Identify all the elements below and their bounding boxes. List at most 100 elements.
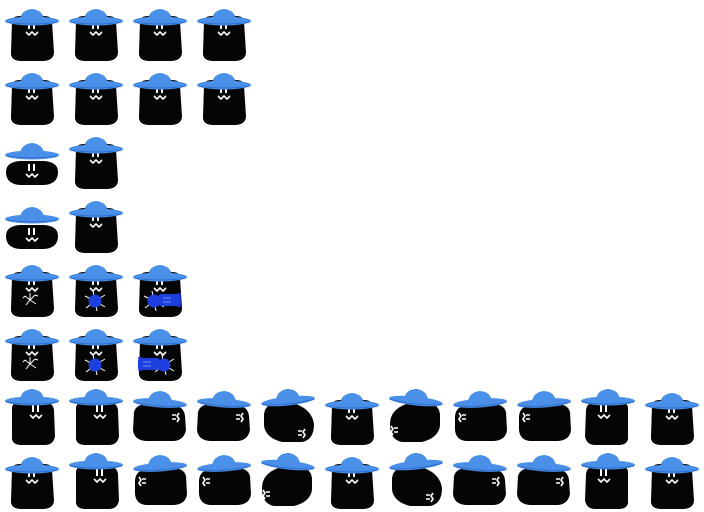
blob-body [585,402,629,445]
punch-fist-icon [158,293,181,307]
sombrero-hat [5,9,59,26]
sombrero-hat [69,73,123,90]
sprite-stand-front [192,0,256,64]
eyes [92,342,99,349]
sombrero-hat [5,207,59,224]
sombrero-hat [325,393,379,410]
sombrero-hat [197,73,251,90]
eyes [28,22,35,29]
side-face [426,492,434,503]
sombrero-hat [69,9,123,26]
mouth [25,236,39,243]
mouth [345,414,359,421]
sombrero-hat [453,391,508,408]
sprite-stand-front [192,64,256,128]
sombrero-hat [452,455,507,472]
mouth [345,478,359,485]
mouth [217,94,231,101]
mouth [25,478,39,485]
blob-body [74,144,118,189]
sprite-squash [0,192,64,256]
blob-body [650,400,694,445]
sombrero-hat [517,391,572,408]
eyes [28,86,35,93]
sprite-stand-front [0,0,64,64]
blob-body [74,272,118,317]
blob-body [585,466,629,509]
sprite-stand-front [640,384,704,448]
mouth [89,286,103,293]
sombrero-hat [69,201,123,218]
sombrero-hat [645,457,699,474]
impact-burst [84,354,106,376]
blob-body [74,16,118,61]
sombrero-hat [5,329,59,346]
crack-marks [22,293,39,306]
sprite-hit-impact [64,256,128,320]
sprite-stand-front [320,384,384,448]
blob-body [330,464,374,509]
blob-body [74,80,118,125]
blob-body [74,208,118,253]
eyes [28,228,35,235]
sombrero-hat [261,453,315,471]
mouth [89,350,103,357]
mouth [665,478,679,485]
sombrero-hat [5,389,59,406]
blob-body [11,402,55,445]
sombrero-hat [5,457,59,474]
eyes [92,278,99,285]
sprite-stand-front [320,448,384,512]
sprite-lean-left [192,448,256,512]
mouth [93,477,107,484]
blob-body [138,16,182,61]
eyes [348,470,355,477]
mouth [153,30,167,37]
mouth [597,477,611,484]
blob-body [197,404,250,441]
mouth [93,413,107,420]
eyes [600,469,607,476]
mouth [89,94,103,101]
eyes [28,342,35,349]
blob-body [519,404,571,441]
sombrero-hat [132,391,187,408]
blob-body [135,468,187,505]
sprite-hit-punch-right [128,256,192,320]
blob-body [75,402,119,445]
side-face [172,412,180,423]
mouth [29,413,43,420]
sprite-lean-right [192,384,256,448]
sprite-stand-front [64,0,128,64]
crack-marks [22,357,39,370]
eyes [92,86,99,93]
blob-body [10,336,54,381]
sprite-lean-left [448,384,512,448]
blob-body [10,464,54,509]
blob-body [453,468,506,505]
blob-body [650,464,694,509]
eyes [156,22,163,29]
sprite-walk-left [576,448,640,512]
eyes [668,470,675,477]
eyes [92,150,99,157]
sprite-lean-right [128,384,192,448]
mouth [153,350,167,357]
side-face [556,476,564,487]
mouth [89,30,103,37]
sombrero-hat [389,389,443,407]
side-face [458,412,466,423]
mouth [665,414,679,421]
sprite-tumble-left [384,384,448,448]
side-face [298,428,306,439]
sombrero-hat [261,389,315,407]
blob-body [202,16,246,61]
sombrero-hat [645,393,699,410]
sombrero-hat [516,455,571,472]
eyes [28,470,35,477]
blob-body [74,336,118,381]
blob-body [262,466,312,506]
side-face [138,476,146,487]
side-face [492,476,500,487]
sprite-tumble-right [384,448,448,512]
